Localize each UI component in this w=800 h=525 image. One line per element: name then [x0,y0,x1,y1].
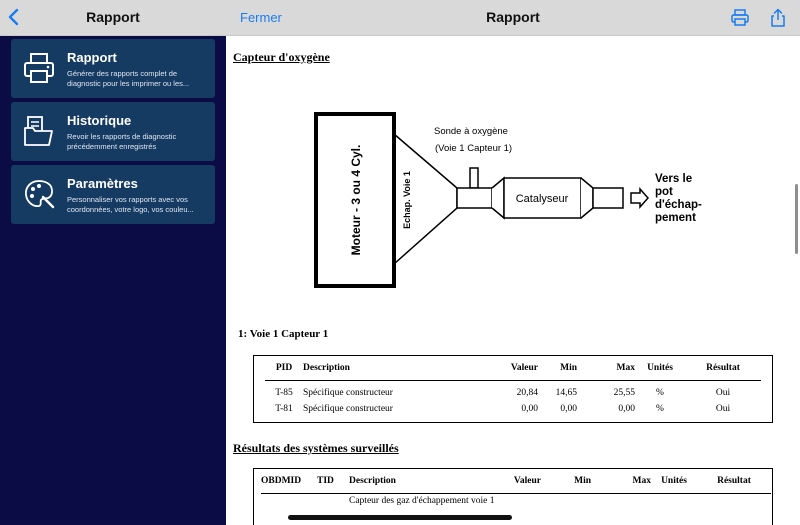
table-cell [497,493,541,509]
sidebar: Rapport Rapport Générer des rapports com… [0,0,226,525]
table-cell: 0,00 [560,404,577,414]
table-cell: 14,65 [555,388,577,398]
table-cell: Spécifique constructeur [303,404,393,414]
table-cell [541,493,591,509]
column-header: Résultat [697,469,771,494]
oxygen-sensor-diagram: Moteur - 3 ou 4 Cyl. Echap. Voie 1 Sonde… [314,112,702,288]
sensor-label: (Voie 1 Capteur 1) [435,143,512,154]
table-cell [317,493,349,509]
palette-icon [25,180,55,209]
share-icon[interactable] [768,8,788,28]
column-header: OBDMID [261,469,317,494]
table-cell: T-81 [275,404,293,414]
printer-icon[interactable] [730,8,750,28]
column-header: Résultat [685,356,761,381]
sidebar-item-description: Personnaliser vos rapports avec vos coor… [67,195,194,214]
table-cell: 0,00 [521,404,538,414]
monitored-systems-table: OBDMID TID Description Valeur Min Max Un… [253,468,773,525]
sidebar-item-description: Générer des rapports complet de diagnost… [67,69,190,88]
table-cell [591,493,651,509]
folder-icon [24,116,53,146]
section-title: Capteur d'oxygène [233,50,330,64]
table-cell: Oui [715,404,731,414]
sensor-label: Sonde à oxygène [434,126,508,137]
close-button[interactable]: Fermer [240,10,282,25]
main-header: Fermer Rapport [226,0,800,36]
outlet-label: Vers le [655,173,692,185]
table-cell [697,493,771,509]
sidebar-item-label: Paramètres [67,176,138,191]
column-header: Description [349,469,497,494]
column-header: PID [265,356,303,381]
column-header: Max [591,469,651,494]
table-cell: % [656,404,664,414]
outlet-label: pement [655,212,696,224]
table-cell: Oui [715,388,731,398]
outlet-label: pot [655,186,673,198]
table-row: Capteur des gaz d'échappement voie 1 [261,493,771,509]
printer-icon [24,53,54,83]
sidebar-item-label: Historique [67,113,132,128]
sidebar-item-parametres[interactable]: Paramètres Personnaliser vos rapports av… [11,165,215,224]
table-row: T-85 Spécifique constructeur 20,84 14,65… [265,385,761,401]
back-chevron-icon[interactable] [6,7,22,27]
exhaust-label: Echap. Voie 1 [402,171,412,229]
section-title: Résultats des systèmes surveillés [233,441,399,455]
table-row: T-81 Spécifique constructeur 0,00 0,00 0… [265,401,761,417]
home-indicator[interactable] [288,515,512,520]
exhaust-pipe [456,187,493,209]
table-cell: T-85 [275,388,293,398]
sidebar-item-rapport[interactable]: Rapport Générer des rapports complet de … [11,39,215,98]
column-header: Min [538,356,577,381]
tail-pipe [592,187,624,209]
oxygen-sensor [469,167,479,189]
column-header: Unités [651,469,697,494]
page-title: Rapport [486,9,540,25]
sidebar-item-historique[interactable]: Historique Revoir les rapports de diagno… [11,102,215,161]
table-cell: 0,00 [618,404,635,414]
column-header: Description [303,356,499,381]
sidebar-header: Rapport [0,0,226,36]
table-cell [651,493,697,509]
sidebar-item-description: Revoir les rapports de diagnostic précéd… [67,132,177,151]
table-cell [261,493,317,509]
table-cell: Capteur des gaz d'échappement voie 1 [349,496,495,507]
sidebar-title: Rapport [86,9,140,25]
table-header-row: OBDMID TID Description Valeur Min Max Un… [261,469,771,494]
table-cell: % [656,388,664,398]
subsection-title: 1: Voie 1 Capteur 1 [238,328,329,340]
table-cell: 25,55 [613,388,635,398]
report-document: Capteur d'oxygène Moteur - 3 ou 4 Cyl. E… [226,36,800,525]
scrollbar[interactable] [795,184,798,254]
catalyst [503,177,582,219]
column-header: Unités [635,356,685,381]
sidebar-item-label: Rapport [67,50,117,65]
sensor-data-table: PID Description Valeur Min Max Unités Ré… [253,355,773,423]
table-header-row: PID Description Valeur Min Max Unités Ré… [265,356,761,381]
column-header: Min [541,469,591,494]
column-header: Valeur [499,356,538,381]
column-header: TID [317,469,349,494]
table-cell: 20,84 [516,388,538,398]
column-header: Valeur [497,469,541,494]
outlet-label: d'échap- [655,199,702,211]
outlet-arrow-icon [630,187,650,209]
column-header: Max [577,356,635,381]
catalyst-label: Catalyseur [516,193,569,205]
engine-label: Moteur - 3 ou 4 Cyl. [349,145,363,256]
engine-block [314,112,396,288]
table-cell: Spécifique constructeur [303,388,393,398]
